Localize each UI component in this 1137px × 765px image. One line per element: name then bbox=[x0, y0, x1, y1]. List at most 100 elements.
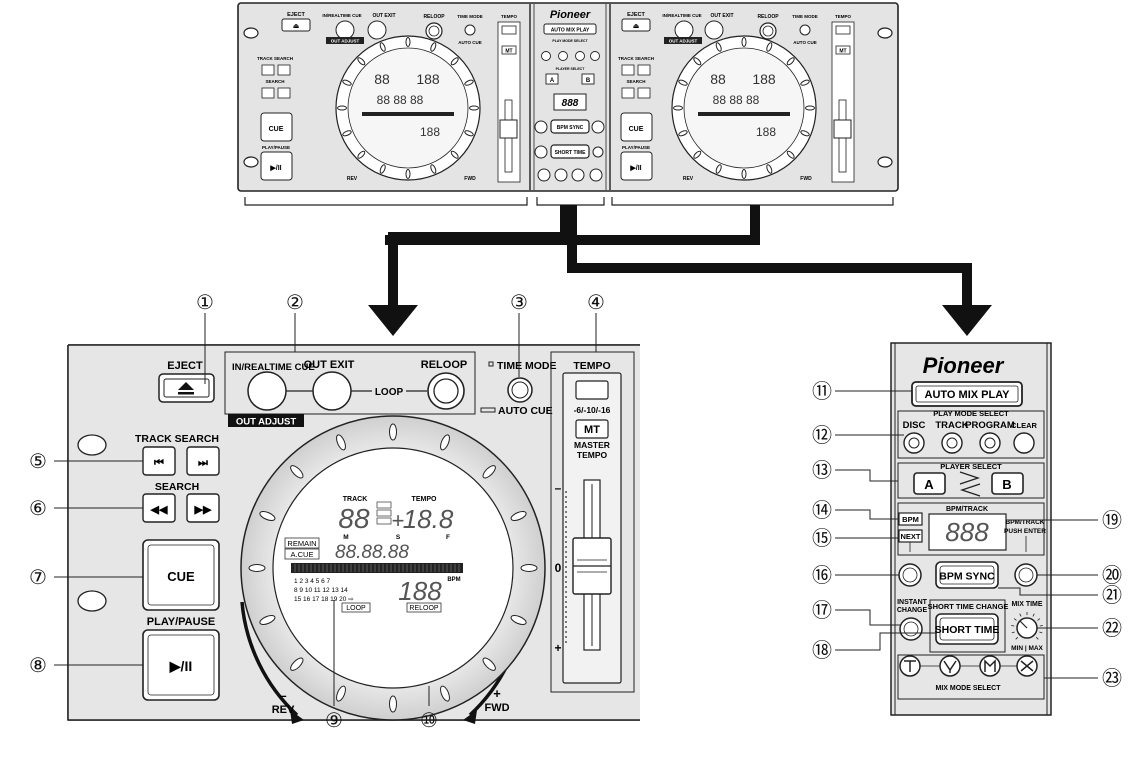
program-button[interactable] bbox=[979, 432, 1001, 454]
jog-notch bbox=[450, 150, 459, 159]
jog-notch bbox=[290, 657, 304, 671]
callout-19: ⑲ bbox=[1102, 509, 1122, 532]
top-out-button[interactable] bbox=[367, 20, 387, 40]
jog-notch bbox=[805, 105, 815, 111]
svg-text:MT: MT bbox=[505, 49, 512, 55]
callout-14: ⑭ bbox=[812, 499, 832, 522]
jog-notch bbox=[469, 105, 479, 111]
out-adjust-badge bbox=[228, 414, 304, 427]
play-pause-label: PLAY/PAUSE bbox=[147, 616, 215, 628]
eject-label: EJECT bbox=[167, 360, 203, 372]
svg-text:CUE: CUE bbox=[629, 126, 644, 133]
cue-button[interactable] bbox=[142, 539, 220, 611]
player-b-button[interactable] bbox=[991, 472, 1024, 495]
jog-notch bbox=[715, 42, 722, 52]
svg-text:SHORT TIME: SHORT TIME bbox=[555, 150, 586, 156]
short-time-button[interactable] bbox=[935, 613, 999, 645]
svg-text:NEXT: NEXT bbox=[900, 532, 920, 541]
svg-text:AUTO CUE: AUTO CUE bbox=[793, 40, 816, 45]
jog-notch bbox=[430, 42, 437, 52]
top-in-button[interactable] bbox=[335, 20, 355, 40]
svg-text:DISC: DISC bbox=[903, 420, 926, 431]
bpm-track-enter-button[interactable] bbox=[1014, 563, 1038, 587]
jog-notch bbox=[336, 434, 346, 451]
callout-8: ⑧ bbox=[29, 655, 47, 677]
svg-text:TRACK SEARCH: TRACK SEARCH bbox=[618, 56, 654, 61]
jog-notches bbox=[248, 423, 538, 713]
mount-hole bbox=[77, 434, 107, 456]
next-indicator bbox=[898, 529, 923, 543]
jog-notch bbox=[482, 657, 496, 671]
rewind-icon: ◀◀ bbox=[150, 504, 168, 516]
svg-text:BPM: BPM bbox=[902, 515, 919, 524]
jog-notch bbox=[715, 164, 722, 174]
jog-notch bbox=[510, 615, 527, 625]
top-unit: EJECT ⏏ IN/REALTIME CUE OUT EXIT RELOOP … bbox=[237, 2, 899, 192]
callouts: ① ② ③ ④ ⑤ ⑥ ⑦ ⑧ ⑨ ⑩ ⑪ ⑫ ⑬ ⑭ ⑮ ⑯ ⑰ ⑱ ⑲ ⑳ … bbox=[29, 292, 1122, 732]
reloop-button[interactable] bbox=[427, 372, 465, 410]
svg-text:188: 188 bbox=[752, 71, 776, 87]
svg-text:SEARCH: SEARCH bbox=[265, 79, 284, 84]
svg-text:A: A bbox=[550, 78, 555, 84]
top-reloop-button[interactable] bbox=[425, 22, 443, 40]
svg-text:▶/II: ▶/II bbox=[269, 165, 281, 172]
callout-23: ㉓ bbox=[1102, 667, 1122, 690]
player-a-button[interactable] bbox=[913, 472, 946, 495]
bpm-next-button[interactable] bbox=[898, 563, 922, 587]
bpm-sync-button[interactable] bbox=[935, 561, 999, 589]
svg-text:FWD: FWD bbox=[464, 176, 476, 182]
fader-scale bbox=[565, 491, 567, 643]
waveform-bar bbox=[291, 563, 463, 573]
top-time-mode-button[interactable] bbox=[464, 24, 476, 36]
svg-text:88: 88 bbox=[710, 71, 726, 87]
track-search-forward-button[interactable] bbox=[186, 446, 220, 476]
svg-text:TEMPO: TEMPO bbox=[501, 14, 518, 19]
player-select-label: PLAYER SELECT bbox=[940, 462, 1002, 471]
top-search-fwd[interactable] bbox=[277, 87, 291, 99]
callout-4: ④ bbox=[587, 292, 605, 314]
mount-hole bbox=[243, 156, 259, 168]
top-play-button[interactable] bbox=[260, 151, 293, 181]
callout-22: ㉒ bbox=[1102, 617, 1122, 640]
top-search-back[interactable] bbox=[261, 87, 275, 99]
svg-text:OUT EXIT: OUT EXIT bbox=[372, 13, 395, 19]
deck-panel: EJECT IN/REALTIME CUE OUT EXIT RELOOP LO… bbox=[67, 344, 640, 724]
brand-logo: Pioneer bbox=[923, 353, 1005, 378]
svg-text:+: + bbox=[493, 686, 501, 701]
top-short-time[interactable] bbox=[550, 144, 590, 159]
callout-15: ⑮ bbox=[812, 527, 832, 550]
in-realtime-cue-button[interactable] bbox=[247, 371, 287, 411]
jog-notch bbox=[440, 685, 450, 702]
callout-3: ③ bbox=[510, 292, 528, 314]
svg-text:RELOOP: RELOOP bbox=[757, 14, 779, 20]
master-tempo-button[interactable] bbox=[575, 419, 609, 439]
svg-text:PUSH ENTER: PUSH ENTER bbox=[1004, 528, 1046, 535]
svg-text:BPM: BPM bbox=[447, 577, 460, 583]
top-track-fwd[interactable] bbox=[277, 64, 291, 76]
mix-mode-buttons bbox=[899, 655, 1038, 677]
callout-17: ⑰ bbox=[812, 599, 832, 622]
jog-notch bbox=[342, 130, 352, 137]
auto-mix-play-button[interactable] bbox=[911, 381, 1023, 407]
jog-notch bbox=[259, 511, 276, 521]
clear-button[interactable] bbox=[1013, 432, 1035, 454]
svg-text:B: B bbox=[586, 78, 591, 84]
top-cue-button[interactable] bbox=[260, 112, 293, 142]
tempo-range-button[interactable] bbox=[575, 380, 609, 400]
jog-notch bbox=[520, 564, 538, 572]
disc-button[interactable] bbox=[903, 432, 925, 454]
top-bpm-sync[interactable] bbox=[550, 119, 590, 134]
svg-text:AUTO MIX PLAY: AUTO MIX PLAY bbox=[925, 389, 1011, 401]
out-exit-button[interactable] bbox=[312, 371, 352, 411]
top-track-back[interactable] bbox=[261, 64, 275, 76]
instant-change-button[interactable] bbox=[899, 617, 923, 641]
top-eject-button[interactable] bbox=[281, 18, 311, 32]
search-forward-button[interactable] bbox=[186, 493, 220, 523]
svg-text:CUE: CUE bbox=[269, 126, 284, 133]
top-auto-mix-button[interactable] bbox=[543, 23, 597, 35]
svg-text:⏏: ⏏ bbox=[293, 23, 300, 30]
top-mixer: Pioneer AUTO MIX PLAY PLAY MODE SELECT P… bbox=[534, 9, 605, 182]
tempo-range-label: -6/-10/-16 bbox=[574, 405, 611, 415]
tempo-label: TEMPO bbox=[573, 360, 610, 372]
track-button[interactable] bbox=[941, 432, 963, 454]
